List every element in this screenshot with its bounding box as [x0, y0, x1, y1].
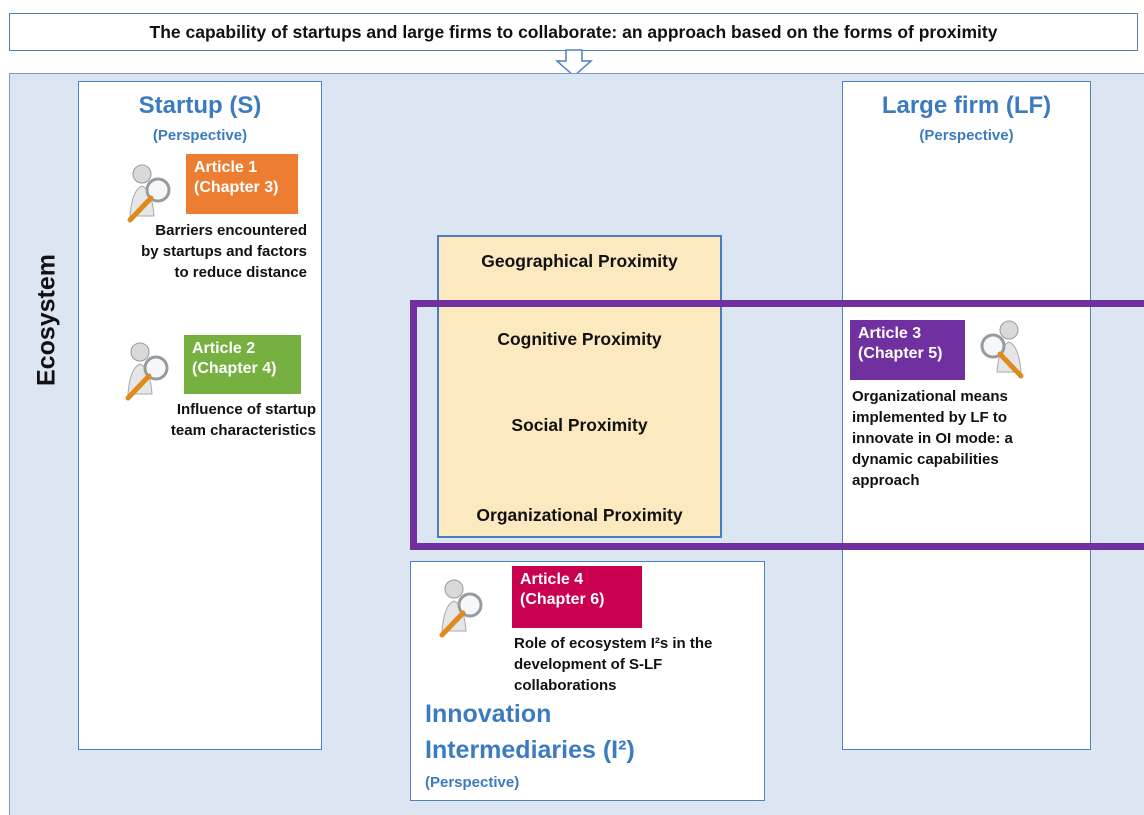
magnifier-icon: [439, 579, 483, 638]
ecosystem-label-text: Ecosystem: [32, 253, 61, 387]
large-firm-title: Large firm (LF): [881, 92, 1052, 119]
article-4-desc-line: collaborations: [514, 677, 617, 694]
article-2-chapter: (Chapter 4): [192, 360, 277, 377]
article-1-description: Barriers encountered by startups and fac…: [135, 220, 307, 283]
article-1-desc-line: Barriers encountered: [155, 222, 307, 239]
article-4-desc-line: Role of ecosystem I²s in the: [514, 635, 713, 652]
article-1-badge: Article 1 (Chapter 3): [186, 154, 298, 214]
article-1-desc-line: to reduce distance: [174, 264, 307, 281]
diagram-title: The capability of startups and large fir…: [9, 13, 1138, 51]
startup-title: Startup (S): [138, 92, 262, 119]
magnifier-icon: [127, 164, 171, 223]
proximity-box: Geographical Proximity Cognitive Proximi…: [437, 235, 722, 538]
article-3-desc-line: innovate in OI mode: a: [852, 430, 1013, 447]
article-3-desc-line: implemented by LF to: [852, 409, 1008, 426]
organizational-proximity: Organizational Proximity: [476, 505, 683, 525]
article-3-desc-line: Organizational means: [852, 388, 1008, 405]
article-3-chapter: (Chapter 5): [858, 345, 943, 362]
article-4-chapter: (Chapter 6): [520, 591, 605, 608]
article-1-chapter: (Chapter 3): [194, 179, 279, 196]
article-3-badge: Article 3 (Chapter 5): [850, 320, 965, 380]
article-3-desc-line: approach: [852, 472, 920, 489]
social-proximity: Social Proximity: [511, 415, 648, 435]
intermediaries-title: Innovation Intermediaries (I²): [425, 696, 635, 768]
article-2-badge: Article 2 (Chapter 4): [184, 335, 301, 394]
article-4-desc-line: development of S-LF: [514, 656, 663, 673]
diagram-title-text: The capability of startups and large fir…: [149, 21, 998, 42]
article-2-desc-line: Influence of startup: [176, 401, 316, 418]
magnifier-icon: [125, 342, 169, 401]
down-arrow-icon: [555, 49, 593, 77]
intermediaries-title-line2: Intermediaries (I²): [425, 736, 635, 764]
magnifier-icon: [980, 320, 1024, 379]
article-3-description: Organizational means implemented by LF t…: [852, 386, 1052, 491]
article-2-description: Influence of startup team characteristic…: [126, 399, 316, 441]
article-2-label: Article 2: [192, 340, 256, 357]
article-4-badge: Article 4 (Chapter 6): [512, 566, 642, 628]
intermediaries-subtitle: (Perspective): [425, 774, 520, 791]
startup-subtitle: (Perspective): [152, 127, 248, 144]
purple-highlight-frame: [410, 300, 1144, 550]
article-2-desc-line: team characteristics: [170, 422, 316, 439]
intermediaries-title-line1: Innovation: [425, 700, 552, 728]
large-firm-subtitle: (Perspective): [919, 127, 1014, 144]
cognitive-proximity: Cognitive Proximity: [497, 329, 662, 349]
article-1-label: Article 1: [194, 159, 258, 176]
article-3-label: Article 3: [858, 325, 922, 342]
article-1-desc-line: by startups and factors: [141, 243, 307, 260]
article-4-description: Role of ecosystem I²s in the development…: [514, 633, 759, 696]
article-4-label: Article 4: [520, 571, 584, 588]
large-firm-panel: Large firm (LF) (Perspective): [842, 81, 1091, 750]
article-3-desc-line: dynamic capabilities: [852, 451, 999, 468]
geographical-proximity: Geographical Proximity: [481, 251, 678, 271]
